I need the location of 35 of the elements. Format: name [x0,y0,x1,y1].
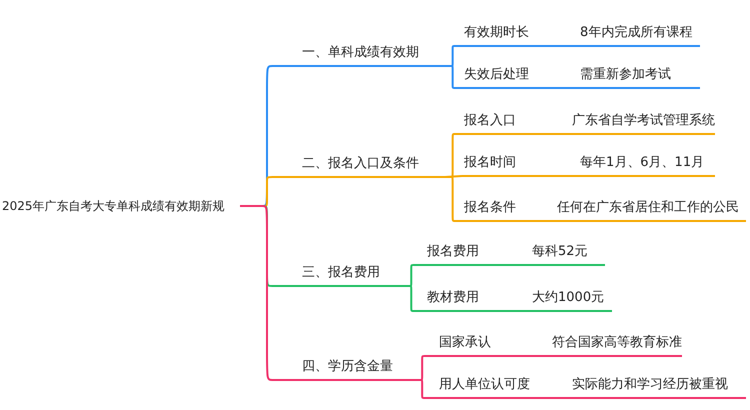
topic-label: 每科52元 [532,243,588,261]
branch-line [445,176,462,222]
topic-label: 用人单位认可度 [439,376,530,394]
branch-line [562,133,570,135]
topic-label: 报名时间 [464,154,516,172]
branch-line [445,65,462,89]
topic-label: 报名条件 [464,199,516,217]
topic-label: 需重新参加考试 [580,66,671,84]
branch-line [565,175,578,177]
branch-line [545,220,555,222]
topic-label: 大约1000元 [532,289,604,307]
topic-label: 广东省自学考试管理系统 [572,112,715,130]
branch-line [515,264,530,266]
branch-line [565,45,578,47]
topic-label: 每年1月、6月、11月 [580,154,704,172]
topic-label: 8年内完成所有课程 [580,24,692,42]
topic-label: 四、学历含金量 [302,358,393,376]
central-topic: 2025年广东自考大专单科成绩有效期新规 [2,198,225,215]
branch-line [565,87,578,89]
branch-line [540,355,550,357]
topic-label: 符合国家高等教育标准 [552,334,682,352]
topic-label: 实际能力和学习经历被重视 [572,376,728,394]
topic-label: 一、单科成绩有效期 [302,44,419,62]
topic-label: 三、报名费用 [302,264,380,282]
topic-label: 报名入口 [464,112,516,130]
topic-label: 有效期时长 [464,24,529,42]
branch-line [545,397,570,399]
topic-label: 二、报名入口及条件 [302,155,419,173]
branch-line [240,205,300,381]
topic-label: 教材费用 [427,289,479,307]
branch-line [515,310,530,312]
topic-label: 任何在广东省居住和工作的公民 [557,199,739,217]
topic-label: 失效后处理 [464,66,529,84]
topic-label: 报名费用 [427,243,479,261]
topic-label: 国家承认 [439,334,491,352]
